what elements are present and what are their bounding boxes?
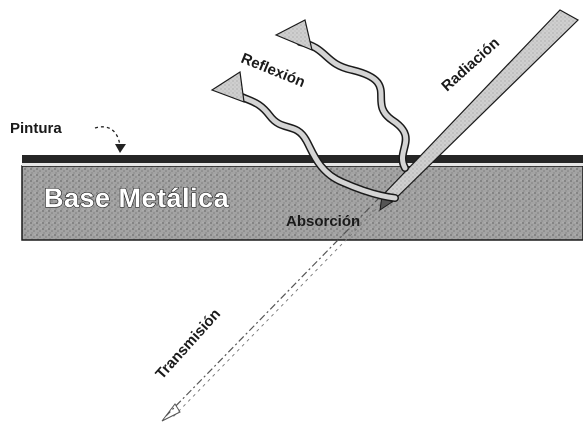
- reflection-arrowhead-lower: [212, 72, 244, 102]
- base-metalica-label: Base Metálica: [44, 183, 230, 213]
- pintura-label: Pintura: [10, 120, 62, 137]
- reflection-wave-upper: [276, 20, 406, 168]
- reflection-arrowhead-upper: [276, 20, 312, 50]
- reflexion-label: Reflexión: [239, 50, 308, 91]
- pintura-pointer: [95, 127, 126, 153]
- transmision-label: Transmisión: [152, 306, 224, 383]
- absorcion-label: Absorción: [286, 213, 360, 230]
- paint-layer: [22, 155, 583, 163]
